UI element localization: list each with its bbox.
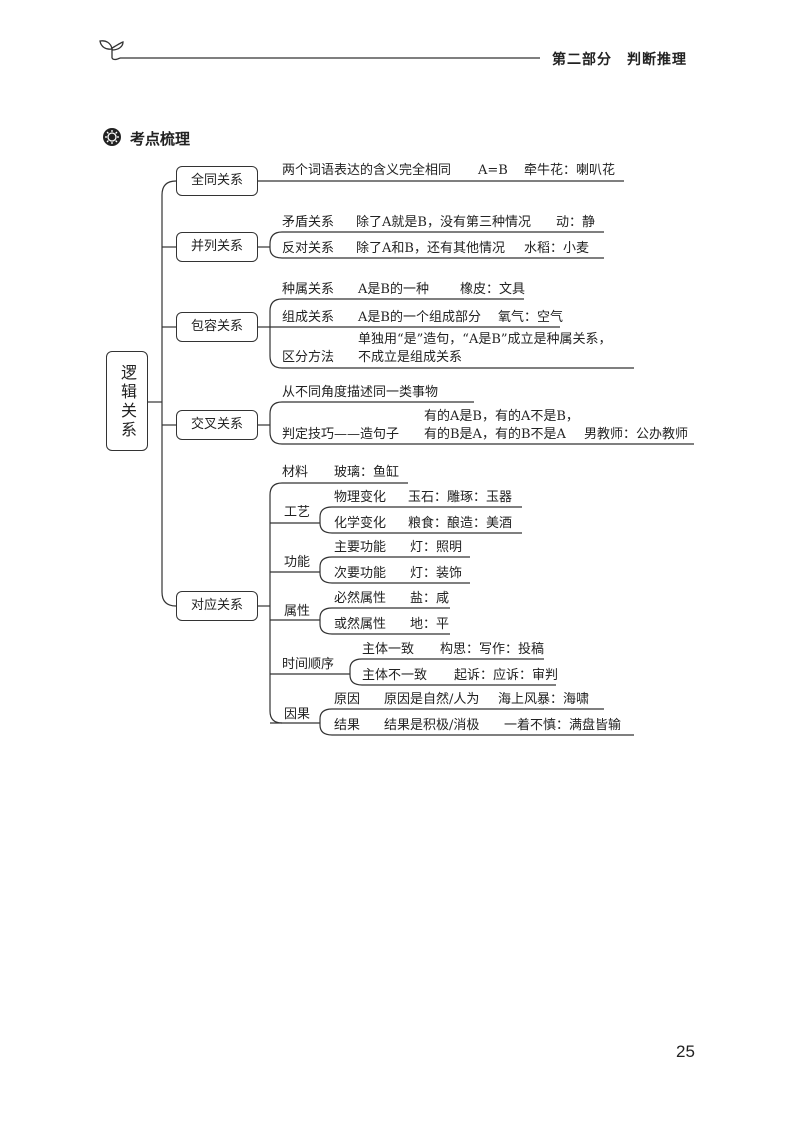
attribute-label: 属性 — [284, 604, 311, 619]
contrary-desc: 除了A和B，还有其他情况 — [356, 241, 505, 256]
cause-example: 海上风暴：海啸 — [498, 692, 590, 707]
genus-species-example: 橡皮：文具 — [460, 282, 526, 297]
node-intersection: 交叉关系 — [176, 410, 258, 440]
node-correspondence: 对应关系 — [176, 591, 258, 621]
distinguish-desc-2: 不成立是组成关系 — [358, 350, 463, 365]
composition-desc: A是B的一个组成部分 — [358, 310, 481, 325]
contradiction-example: 动：静 — [556, 215, 596, 230]
same-subject-label: 主体一致 — [362, 642, 415, 657]
identity-example: 牵牛花：喇叭花 — [524, 163, 616, 178]
physical-change-label: 物理变化 — [334, 490, 387, 505]
physical-change-example: 玉石：雕琢：玉器 — [408, 490, 513, 505]
genus-species-label: 种属关系 — [282, 282, 335, 297]
page-number: 25 — [676, 1042, 695, 1061]
function-label: 功能 — [284, 555, 311, 570]
result-label: 结果 — [334, 718, 361, 733]
root-node-label: 逻辑关系 — [118, 364, 137, 440]
header-section-title: 第二部分 判断推理 — [552, 52, 687, 68]
node-inclusion: 包容关系 — [176, 312, 258, 342]
possible-attribute-example: 地：平 — [410, 617, 450, 632]
same-subject-example: 构思：写作：投稿 — [440, 642, 545, 657]
genus-species-desc: A是B的一种 — [358, 282, 429, 297]
main-function-example: 灯：照明 — [410, 540, 463, 555]
cause-label: 原因 — [334, 692, 361, 707]
different-subject-example: 起诉：应诉：审判 — [454, 668, 559, 683]
intersection-tip-2: 有的B是A，有的B不是A — [424, 427, 566, 442]
cause-effect-label: 因果 — [284, 707, 311, 722]
composition-example: 氧气：空气 — [498, 310, 564, 325]
intersection-example: 男教师：公办教师 — [584, 427, 689, 442]
intersection-tip-label: 判定技巧——造句子 — [282, 427, 400, 442]
inevitable-attribute-label: 必然属性 — [334, 591, 387, 606]
node-parallel: 并列关系 — [176, 232, 258, 262]
time-order-label: 时间顺序 — [282, 657, 335, 672]
craft-label: 工艺 — [284, 505, 311, 520]
different-subject-label: 主体不一致 — [362, 668, 428, 683]
secondary-function-label: 次要功能 — [334, 566, 387, 581]
result-example: 一着不慎：满盘皆输 — [504, 718, 622, 733]
chemical-change-example: 粮食：酿造：美酒 — [408, 516, 513, 531]
secondary-function-example: 灯：装饰 — [410, 566, 463, 581]
result-desc: 结果是积极/消极 — [384, 718, 480, 733]
intersection-tip-1: 有的A是B，有的A不是B， — [424, 409, 579, 424]
material-label: 材料 — [282, 465, 309, 480]
inevitable-attribute-example: 盐：咸 — [410, 591, 450, 606]
distinguish-label: 区分方法 — [282, 350, 335, 365]
lightbulb-gear-icon — [102, 127, 122, 151]
material-example: 玻璃：鱼缸 — [334, 465, 400, 480]
possible-attribute-label: 或然属性 — [334, 617, 387, 632]
composition-label: 组成关系 — [282, 310, 335, 325]
cause-desc: 原因是自然/人为 — [384, 692, 480, 707]
main-function-label: 主要功能 — [334, 540, 387, 555]
distinguish-desc-1: 单独用“是”造句，“A是B”成立是种属关系， — [358, 332, 612, 347]
identity-desc: 两个词语表达的含义完全相同 — [282, 163, 452, 178]
contrary-label: 反对关系 — [282, 241, 335, 256]
contrary-example: 水稻：小麦 — [524, 241, 590, 256]
sprout-icon — [96, 36, 128, 68]
intersection-desc: 从不同角度描述同一类事物 — [282, 385, 439, 400]
section-title: 考点梳理 — [130, 130, 191, 148]
identity-formula: A=B — [478, 163, 508, 178]
contradiction-label: 矛盾关系 — [282, 215, 335, 230]
chemical-change-label: 化学变化 — [334, 516, 387, 531]
root-node: 逻辑关系 — [106, 351, 148, 451]
node-identity: 全同关系 — [176, 166, 258, 196]
contradiction-desc: 除了A就是B，没有第三种情况 — [356, 215, 531, 230]
